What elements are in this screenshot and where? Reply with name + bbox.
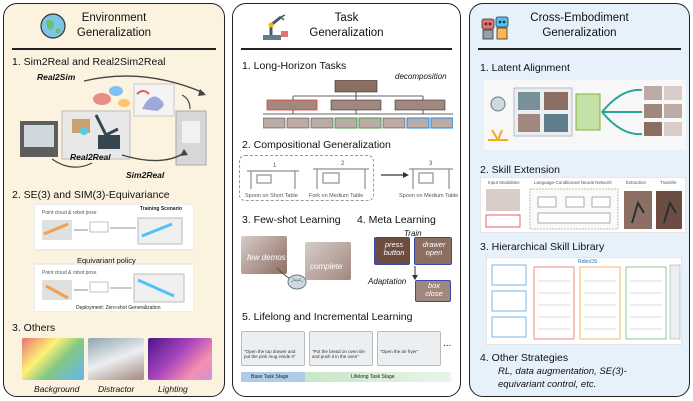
section-latent-alignment: 1. Latent Alignment [480, 62, 570, 74]
skill-extension-figure [480, 177, 686, 233]
lighting-caption: Lighting [158, 384, 188, 394]
panel-title-line2: Generalization [542, 27, 617, 39]
svg-text:3: 3 [429, 161, 433, 167]
robots-icon [481, 16, 509, 40]
lifelong-shot-2 [309, 331, 373, 366]
section-few-shot: 3. Few-shot Learning [242, 214, 341, 226]
background-image [22, 338, 84, 380]
lifelong-shot-3 [377, 331, 441, 366]
adaptation-label: Adaptation [368, 277, 407, 286]
panel-title: Task Generalization [233, 11, 460, 41]
lifelong-stage-bar [305, 372, 451, 382]
lighting-image [148, 338, 212, 380]
real2real-label: Real2Real [70, 152, 111, 162]
background-caption: Background [34, 384, 80, 394]
panel-title-line1: Cross-Embodiment [530, 12, 629, 24]
lifelong-caption-2: "Put the bread on oven tile and push it … [312, 349, 365, 359]
few-demos-image [241, 236, 287, 274]
sim2real-figure [20, 75, 207, 168]
lifelong-caption-3: "Open the air fryer" [380, 349, 419, 354]
skill-library-title: RoboOS [578, 259, 598, 265]
deployment-label: Deployment: Zero-shot Generalization [76, 305, 161, 311]
drawer-open-image [414, 237, 452, 265]
train-label: Train [404, 229, 422, 238]
task-generalization-panel: Task Generalization 1. Long-Horizon Task… [232, 3, 461, 397]
panel-title-line1: Environment [81, 12, 147, 24]
task-tree-figure [263, 80, 453, 129]
title-rule [478, 48, 681, 50]
cross-embodiment-panel: Cross-Embodiment Generalization 1. Laten… [469, 3, 690, 397]
latent-alignment-figure [484, 80, 686, 150]
panel-title-line1: Task [334, 12, 359, 24]
composition-figure: 1 2 3 [247, 161, 453, 189]
comp-label-1: Spoon on Short Table [245, 193, 298, 199]
section-equivariance: 2. SE(3) and SIM(3)-Equivariance [12, 189, 170, 201]
robot-arm-icon [263, 14, 288, 40]
other-strategies-line1: RL, data augmentation, SE(3)- [498, 366, 627, 377]
panel-title: Cross-Embodiment Generalization [470, 11, 689, 41]
section-skill-extension: 2. Skill Extension [480, 164, 560, 176]
comp-label-2: Fork on Medium Table [309, 193, 364, 199]
section-other-strategies: 4. Other Strategies [480, 352, 569, 364]
comp-label-3: Spoon on Medium Table [399, 193, 459, 199]
training-scenario-label: Training Scenario [140, 206, 182, 212]
panel-title-line2: Generalization [309, 27, 384, 39]
box-close-label: box close [425, 281, 443, 298]
point-cloud-label: Point cloud & robot pose [42, 210, 97, 216]
title-rule [241, 48, 452, 50]
sim2real-label: Sim2Real [126, 170, 165, 180]
complete-label: complete [310, 262, 343, 271]
equivariant-policy-label: Equivariant policy [77, 256, 136, 265]
section-skill-library: 3. Hierarchical Skill Library [480, 241, 605, 253]
lifelong-stage-label: Lifelong Task Stage [351, 374, 395, 380]
lifelong-caption-1: "Open the top drawer and put the pink mu… [244, 349, 296, 359]
equivariance-figure [34, 204, 194, 312]
press-button-image [374, 237, 410, 265]
ellipsis: ... [443, 338, 452, 349]
environment-generalization-panel: Environment Generalization 1. Sim2Real a… [3, 3, 225, 397]
panel-title-line2: Generalization [76, 27, 152, 39]
box-close-image [415, 280, 451, 302]
section-others: 3. Others [12, 322, 56, 334]
skill-tiny-4: Transfer [660, 180, 677, 185]
earth-icon [40, 13, 66, 39]
composition-input-box [239, 155, 374, 201]
distractor-caption: Distractor [98, 384, 135, 394]
svg-text:1: 1 [273, 163, 277, 169]
drawer-open-label: drawer open [422, 240, 446, 257]
title-rule [12, 48, 216, 50]
lifelong-shot-1 [241, 331, 305, 366]
panel-title: Environment Generalization [4, 11, 224, 41]
press-button-label: press button [383, 240, 405, 257]
section-sim2real: 1. Sim2Real and Real2Sim2Real [12, 56, 166, 68]
complete-image [305, 242, 351, 280]
point-cloud-label-2: Point cloud & robot pose [42, 270, 97, 276]
decomposition-label: decomposition [395, 72, 447, 81]
section-lifelong: 5. Lifelong and Incremental Learning [242, 311, 413, 323]
brain-icon [276, 267, 307, 290]
skill-tiny-2: Language-Conditioned Neural Network [534, 180, 612, 185]
section-compositional: 2. Compositional Generalization [242, 139, 391, 151]
adaptation-arrow [412, 266, 418, 280]
svg-text:2: 2 [341, 161, 345, 167]
real2sim-label: Real2Sim [37, 72, 76, 82]
distractor-image [88, 338, 144, 380]
few-demos-label: few demos [247, 253, 286, 262]
section-meta-learning: 4. Meta Learning [357, 214, 436, 226]
other-strategies-line2: equivariant control, etc. [498, 379, 597, 390]
base-stage-label: Base Task Stage [251, 374, 289, 380]
section-long-horizon: 1. Long-Horizon Tasks [242, 60, 347, 72]
skill-library-figure [486, 257, 682, 345]
skill-tiny-3: Extraction [626, 180, 647, 185]
base-stage-bar [241, 372, 305, 382]
skill-tiny-1: Input Modalities [488, 180, 520, 185]
